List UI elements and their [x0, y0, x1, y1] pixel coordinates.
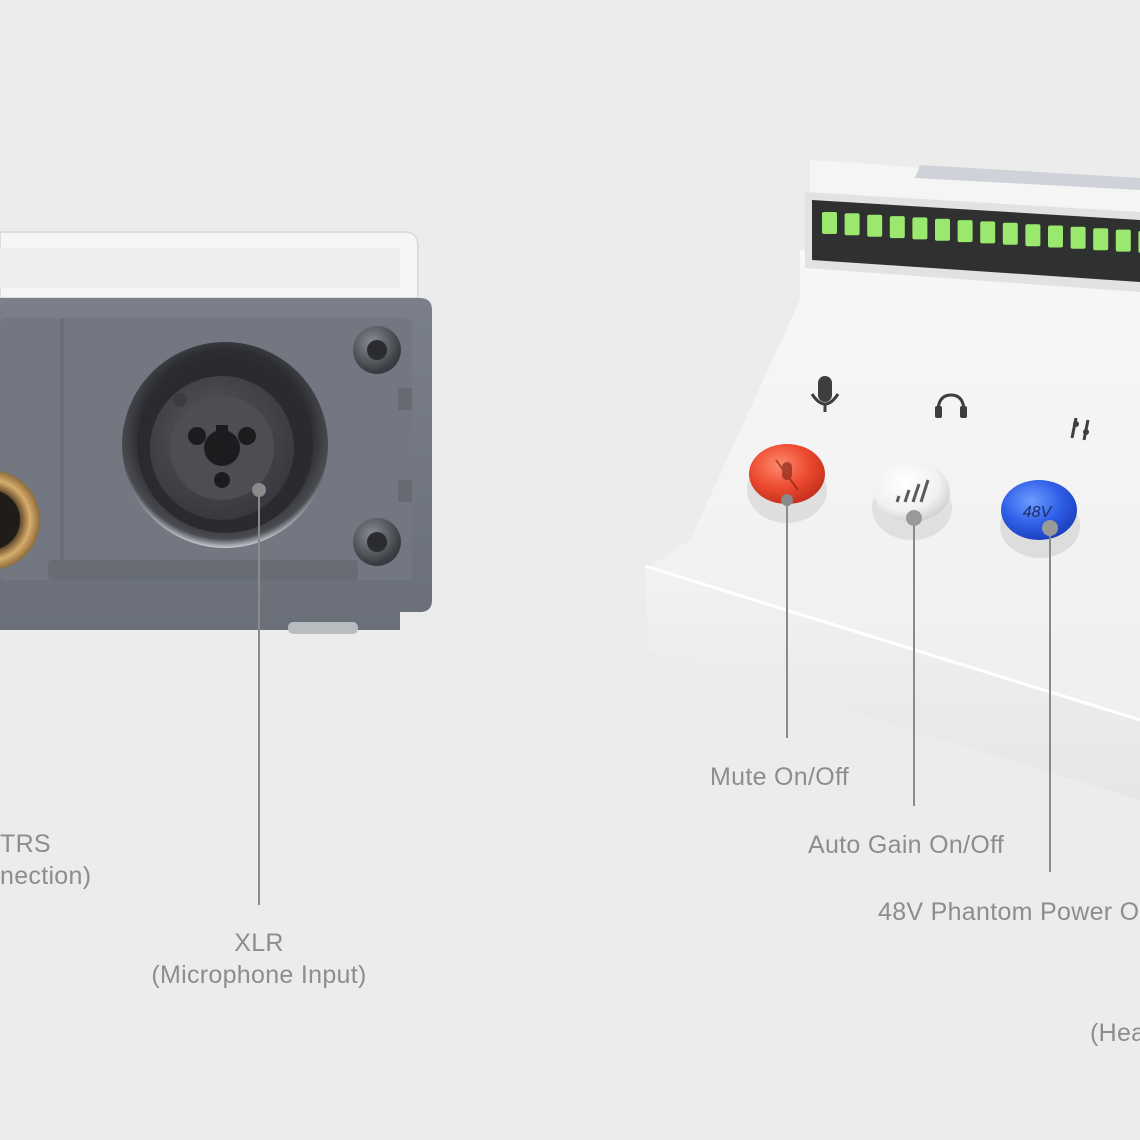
level-meter-led: [1002, 222, 1018, 245]
xlr-callout-line: [252, 483, 266, 905]
level-meter-led: [822, 212, 837, 234]
xlr-jack-icon: [122, 342, 328, 548]
auto-gain-label: Auto Gain On/Off: [808, 831, 1005, 859]
phantom-callout-line: [1042, 520, 1058, 872]
level-meter-led: [1070, 226, 1086, 249]
level-meter-led: [867, 214, 883, 237]
mute-callout-line: [781, 494, 793, 738]
level-meter-leds: [822, 212, 1140, 253]
phantom-button-text: 48V: [1023, 504, 1053, 521]
screw-icon: [353, 326, 401, 374]
mute-mic-icon: [775, 459, 799, 491]
trs-label: TRS nection): [0, 828, 91, 892]
auto-gain-icon: [895, 479, 930, 503]
trs-jack-icon: [0, 471, 40, 569]
xlr-label: XLR (Microphone Input): [139, 927, 379, 991]
mute-label: Mute On/Off: [710, 763, 850, 791]
level-meter-led: [957, 220, 973, 243]
level-meter-led: [1025, 224, 1041, 247]
phantom-power-button[interactable]: 48V: [1000, 480, 1080, 558]
level-meter-led: [1115, 229, 1131, 252]
xlr-label-line1: XLR: [234, 929, 284, 957]
phantom-power-label: 48V Phantom Power O: [878, 898, 1140, 926]
auto-gain-callout-line: [906, 510, 922, 806]
microphone-icon: [810, 376, 840, 412]
trs-label-line2: nection): [0, 862, 92, 890]
level-meter-led: [935, 218, 950, 241]
level-meter-led: [912, 217, 928, 240]
screw-icon: [353, 518, 401, 566]
mute-button[interactable]: [747, 444, 827, 523]
xlr-label-line2: (Microphone Input): [151, 961, 367, 989]
headphone-label-partial: (Hea: [1090, 1019, 1140, 1047]
auto-gain-button[interactable]: [872, 462, 952, 540]
level-meter-led: [980, 221, 996, 244]
level-meter-led: [889, 216, 905, 239]
level-meter-led: [1093, 228, 1109, 251]
level-meter-led: [1048, 225, 1063, 248]
headphone-icon: [935, 393, 967, 418]
trs-label-line1: TRS: [0, 830, 51, 858]
switch-icon: [1070, 417, 1090, 441]
level-meter: [805, 192, 1140, 292]
level-meter-led: [844, 213, 860, 236]
